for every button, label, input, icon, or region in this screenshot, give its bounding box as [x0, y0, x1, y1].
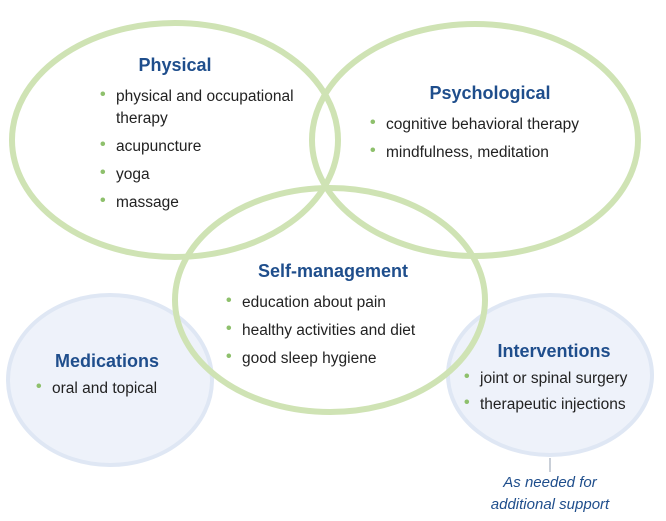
bullet-icon: •: [100, 164, 106, 181]
self-management-item-1: education about pain: [242, 294, 386, 311]
list-item: • good sleep hygiene: [226, 348, 446, 370]
list-item: • massage: [100, 192, 300, 214]
bullet-icon: •: [100, 86, 106, 103]
list-item: • acupuncture: [100, 136, 300, 158]
list-item: • yoga: [100, 164, 300, 186]
bullet-icon: •: [370, 142, 376, 159]
interventions-title: Interventions: [497, 341, 611, 361]
list-item: • mindfulness, meditation: [370, 142, 610, 164]
bullet-icon: •: [100, 136, 106, 153]
medications-list: • oral and topical: [36, 378, 206, 400]
support-note-line-2: additional support: [490, 496, 610, 513]
support-note-line-1: As needed for: [503, 474, 597, 491]
list-item: • therapeutic injections: [464, 394, 644, 416]
psychological-title: Psychological: [429, 83, 551, 103]
medications-group: Medications • oral and topical: [36, 350, 206, 406]
physical-item-1: physical and occupational therapy: [116, 88, 294, 127]
list-item: • healthy activities and diet: [226, 320, 446, 342]
psychological-list: • cognitive behavioral therapy • mindfulne…: [370, 114, 610, 164]
bullet-icon: •: [464, 368, 470, 385]
support-note: As needed for additional support: [470, 472, 630, 516]
self-management-title: Self-management: [257, 261, 409, 281]
psychological-item-2: mindfulness, meditation: [386, 144, 549, 161]
physical-title: Physical: [138, 55, 212, 75]
psychological-item-1: cognitive behavioral therapy: [386, 116, 580, 133]
physical-group: Physical • physical and occupational ther…: [100, 54, 300, 220]
interventions-list: • joint or spinal surgery • therapeutic in…: [464, 368, 644, 416]
interventions-group: Interventions • joint or spinal surgery •…: [464, 340, 644, 422]
physical-list: • physical and occupational therapy • acup…: [100, 86, 300, 214]
list-item: • oral and topical: [36, 378, 206, 400]
bullet-icon: •: [226, 292, 232, 309]
bullet-icon: •: [464, 394, 470, 411]
medications-circle: [6, 293, 214, 467]
medications-item-1: oral and topical: [52, 380, 158, 397]
physical-item-3: yoga: [116, 166, 150, 183]
physical-item-2: acupuncture: [116, 138, 202, 155]
list-item: • physical and occupational therapy: [100, 86, 300, 130]
interventions-item-2: therapeutic injections: [480, 396, 626, 413]
list-item: • cognitive behavioral therapy: [370, 114, 610, 136]
self-management-item-2: healthy activities and diet: [242, 322, 416, 339]
list-item: • education about pain: [226, 292, 446, 314]
bullet-icon: •: [226, 348, 232, 365]
medications-title: Medications: [54, 351, 160, 371]
self-management-list: • education about pain • healthy activitie…: [226, 292, 446, 370]
interventions-item-1: joint or spinal surgery: [480, 370, 628, 387]
list-item: • joint or spinal surgery: [464, 368, 644, 390]
psychological-group: Psychological • cognitive behavioral ther…: [370, 82, 610, 170]
self-management-group: Self-management • education about pain • h…: [226, 260, 446, 376]
bullet-icon: •: [100, 192, 106, 209]
bullet-icon: •: [226, 320, 232, 337]
self-management-circle: [172, 185, 488, 415]
physical-item-4: massage: [116, 194, 179, 211]
physical-circle: [9, 20, 341, 260]
bullet-icon: •: [370, 114, 376, 131]
self-management-item-3: good sleep hygiene: [242, 350, 377, 367]
bullet-icon: •: [36, 378, 42, 395]
